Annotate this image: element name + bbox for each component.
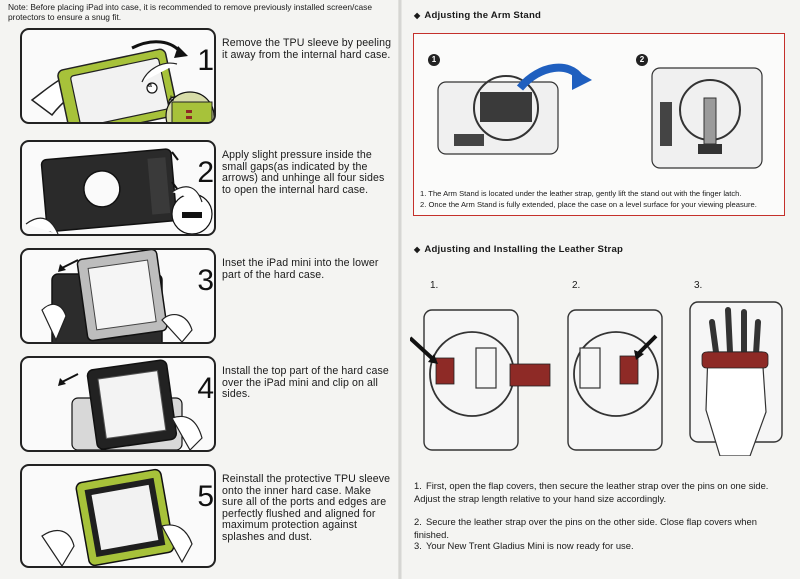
step-4-illustration [20,356,216,452]
step-5-illustration [20,464,216,568]
arm-stand-illustration [437,63,763,169]
strap-instruction-1: 1.First, open the flap covers, then secu… [414,480,794,505]
strap-instruction-3: 3. Your New Trent Gladius Mini is now rea… [414,540,794,553]
step-3: 3 Inset the iPad mini into the lower par… [20,248,398,348]
instruction-text: First, open the flap covers, then secure… [414,480,769,504]
step-3-text: Inset the iPad mini into the lower part … [222,257,379,281]
figure-label: 3. [694,280,703,291]
step-2: 2 Apply slight pressure inside the small… [20,140,398,240]
figure-label: 2 [636,54,648,66]
step-3-illustration [20,248,216,344]
figure-label: 1 [428,54,440,66]
instruction-number: 1. [414,480,422,491]
callout-b: b [170,96,175,103]
callout-a: a [148,82,152,89]
step-2-text: Apply slight pressure inside the small g… [222,149,385,196]
figure-label: 1. [430,280,439,291]
step-1-illustration: a b [20,28,216,124]
instruction-text: Your New Trent Gladius Mini is now ready… [426,540,634,551]
figure-label: 2. [572,280,581,291]
step-number: 4 [197,372,214,405]
step-5-text: Reinstall the protective TPU sleeve onto… [222,473,391,543]
arm-note-2: 2. Once the Arm Stand is fully extended,… [420,200,757,209]
step-number: 2 [197,156,214,189]
arm-stand-title: Adjusting the Arm Stand [414,10,541,21]
step-number: 3 [197,264,214,297]
step-5: 5 Reinstall the protective TPU sleeve on… [20,464,398,574]
step-2-illustration [20,140,216,236]
step-4: 4 Install the top part of the hard case … [20,356,398,456]
step-4-text: Install the top part of the hard case ov… [222,365,389,401]
step-number: 1 [197,44,214,77]
strap-illustration [410,301,783,456]
instruction-text: Secure the leather strap over the pins o… [414,516,757,540]
page-fold [398,0,402,579]
strap-title: Adjusting and Installing the Leather Str… [414,244,623,255]
strap-instruction-2: 2.Secure the leather strap over the pins… [414,516,794,541]
instruction-number: 2. [414,516,422,527]
step-number: 5 [197,480,214,513]
step-1-text: Remove the TPU sleeve by peeling it away… [222,37,392,61]
arm-stand-box: 1 2 1. The Arm Stand is located under th… [413,33,785,216]
note-text: Note: Before placing iPad into case, it … [8,2,373,22]
arm-stand-notes: 1. The Arm Stand is located under the le… [420,188,782,210]
instruction-number: 3. [414,540,422,551]
arm-note-1: 1. The Arm Stand is located under the le… [420,189,742,198]
step-1: a b 1 Remove the TPU sleeve by peeling i… [20,28,398,128]
